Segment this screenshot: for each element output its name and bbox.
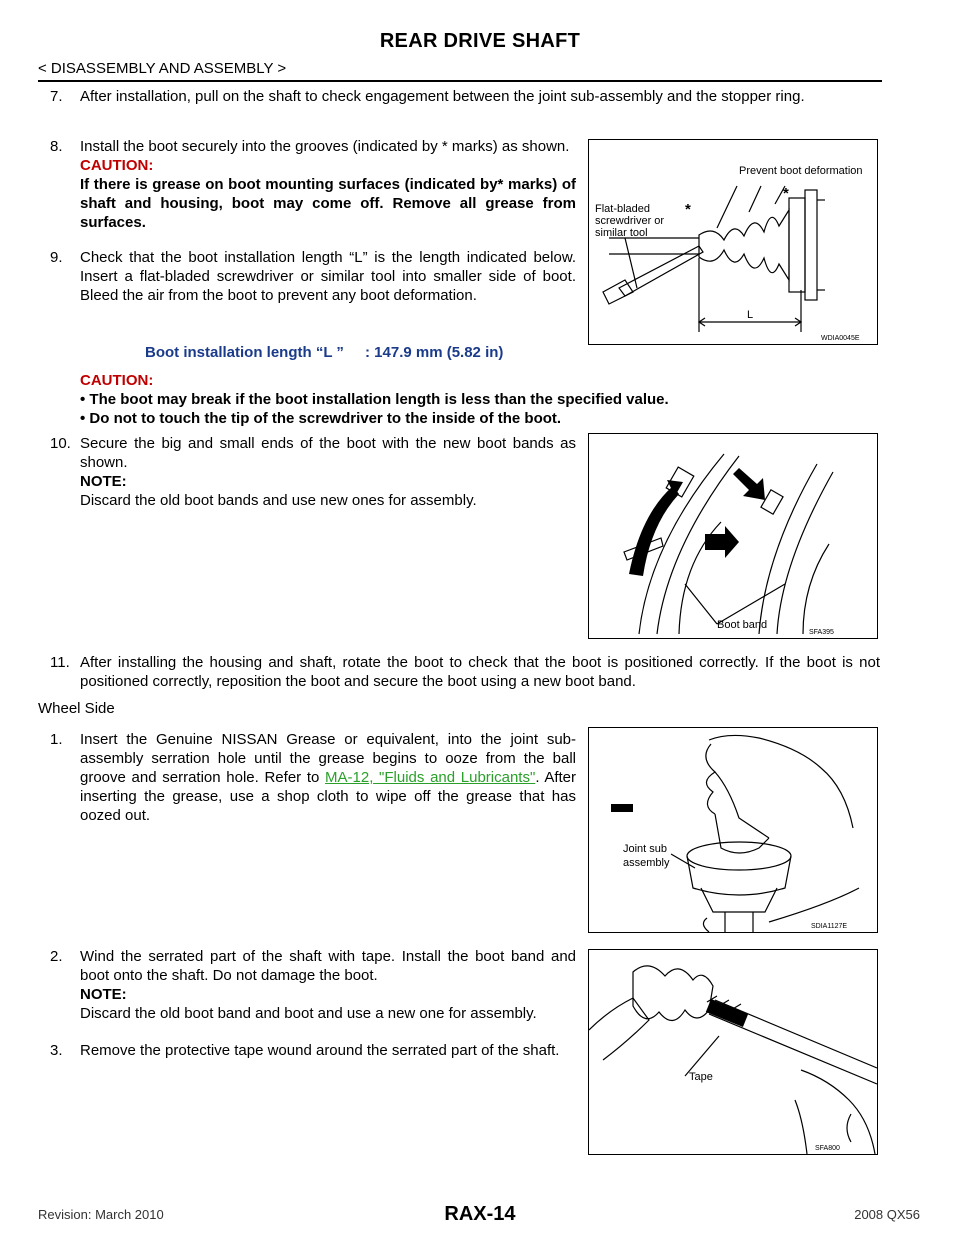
page-title: REAR DRIVE SHAFT	[379, 30, 581, 52]
step-number: 1.	[50, 731, 63, 748]
step-number: 9.	[50, 249, 63, 266]
step-7: 7. After installation, pull on the shaft…	[50, 87, 880, 106]
label-joint-line1: Joint sub	[623, 843, 667, 855]
step-text: . After inserting the grease, use a shop…	[80, 769, 577, 824]
label-boot-band: Boot band	[717, 619, 767, 631]
shaft-tape-illustration: Tape SFA800	[589, 965, 877, 1154]
spec-label: Boot installation length “L ”	[145, 344, 344, 361]
figure-boot-band: Boot band SFA395	[588, 433, 878, 639]
figure-code: SDIA1127E	[811, 923, 847, 930]
step-9: 9. Check that the boot installation leng…	[50, 248, 576, 305]
section-heading: Wheel Side	[38, 700, 115, 717]
step-text: Wind the serrated part of the shaft with…	[80, 948, 576, 984]
label-L: L	[747, 309, 753, 321]
label-tool-line2: screwdriver or	[595, 215, 664, 227]
page-number: RAX-14	[444, 1203, 516, 1225]
caution-bullet: • The boot may break if the boot install…	[80, 391, 669, 408]
caution-label: CAUTION:	[80, 157, 154, 174]
step-text: Install the boot securely into the groov…	[80, 138, 570, 155]
figure-code: SFA395	[809, 629, 834, 636]
footer-model: 2008 QX56	[854, 1207, 920, 1222]
caution-text: If there is grease on boot mounting surf…	[80, 176, 576, 231]
label-prevent: Prevent boot deformation	[739, 165, 863, 177]
section-breadcrumb: < DISASSEMBLY AND ASSEMBLY >	[38, 60, 287, 77]
wheel-step-1: 1. Insert the Genuine NISSAN Grease or e…	[50, 730, 576, 825]
step-number: 8.	[50, 138, 63, 155]
caution-label: CAUTION:	[80, 372, 154, 389]
caution-bullet: • Do not to touch the tip of the screwdr…	[80, 410, 562, 427]
step-text: Remove the protective tape wound around …	[80, 1042, 560, 1059]
boot-length-illustration: Prevent boot deformation Flat-bladed scr…	[595, 165, 863, 342]
wheel-step-3: 3. Remove the protective tape wound arou…	[50, 1041, 576, 1060]
reference-link[interactable]: MA-12, "Fluids and Lubricants"	[325, 769, 536, 786]
step-8: 8. Install the boot securely into the gr…	[50, 137, 576, 232]
figure-code: WDIA0045E	[821, 335, 860, 342]
step-10: 10. Secure the big and small ends of the…	[50, 434, 576, 510]
step-text: Insert the Genuine NISSAN Grease or equi…	[80, 731, 576, 786]
figure-joint-grease: Joint sub assembly SDIA1127E	[588, 727, 878, 933]
caution-block: CAUTION: • The boot may break if the boo…	[80, 371, 880, 428]
step-text: After installing the housing and shaft, …	[80, 654, 880, 690]
step-number: 11.	[50, 654, 70, 671]
footer-revision: Revision: March 2010	[38, 1207, 164, 1222]
step-number: 3.	[50, 1042, 63, 1059]
note-text: Discard the old boot band and boot and u…	[80, 1005, 537, 1022]
boot-band-illustration: Boot band SFA395	[623, 453, 834, 636]
figure-shaft-tape: Tape SFA800	[588, 949, 878, 1155]
label-tool-line1: Flat-bladed	[595, 203, 650, 215]
note-label: NOTE:	[80, 986, 127, 1003]
spec-value: : 147.9 mm (5.82 in)	[365, 344, 504, 361]
header-rule	[38, 80, 882, 82]
step-text: Secure the big and small ends of the boo…	[80, 435, 576, 471]
step-11: 11. After installing the housing and sha…	[50, 653, 880, 691]
joint-grease-illustration: Joint sub assembly SDIA1127E	[611, 734, 860, 932]
step-number: 7.	[50, 88, 63, 105]
step-text: Check that the boot installation length …	[80, 249, 576, 304]
label-tool-line3: similar tool	[595, 227, 648, 239]
step-number: 10.	[50, 435, 71, 452]
label-star-1: *	[685, 201, 691, 218]
label-joint-line2: assembly	[623, 857, 670, 869]
label-tape: Tape	[689, 1071, 713, 1083]
label-star-2: *	[783, 185, 789, 202]
figure-code: SFA800	[815, 1145, 840, 1152]
step-number: 2.	[50, 948, 63, 965]
wheel-step-2: 2. Wind the serrated part of the shaft w…	[50, 947, 576, 1023]
note-text: Discard the old boot bands and use new o…	[80, 492, 477, 509]
note-label: NOTE:	[80, 473, 127, 490]
step-text: After installation, pull on the shaft to…	[80, 88, 805, 105]
figure-boot-length: Prevent boot deformation Flat-bladed scr…	[588, 139, 878, 345]
